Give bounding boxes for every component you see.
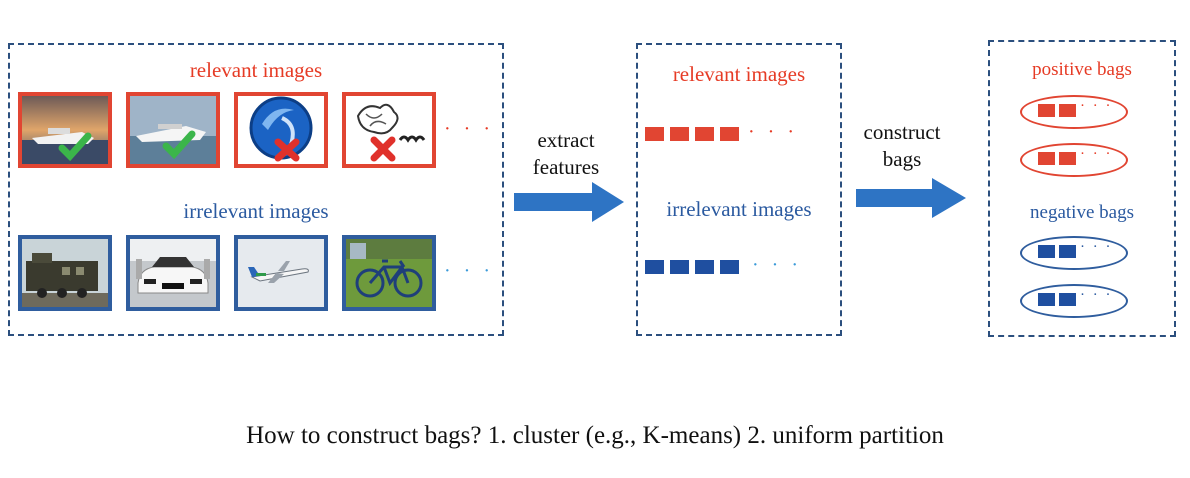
relevant-feature-square xyxy=(695,127,714,141)
extract-features-label-line2: features xyxy=(532,155,600,179)
positive-bags-label: positive bags xyxy=(1032,59,1132,80)
negative-bag-instance xyxy=(1059,245,1076,258)
negative-bags-label: negative bags xyxy=(1030,202,1134,223)
negative-bag-instance xyxy=(1038,293,1055,306)
relevant-feature-square xyxy=(670,127,689,141)
car-image xyxy=(126,235,220,311)
extract-features-label-line1: extract xyxy=(537,128,595,152)
irrelevant-feature-square xyxy=(645,260,664,274)
negative-bag xyxy=(1020,284,1128,318)
relevant-ellipsis: · · · xyxy=(444,118,494,140)
positive-bag-instance xyxy=(1038,152,1055,165)
positive-bag-instance xyxy=(1059,152,1076,165)
mid-irrelevant-label: irrelevant images xyxy=(666,197,812,221)
positive-bag xyxy=(1020,95,1128,129)
irrelevant-feature-square xyxy=(670,260,689,274)
negative-bag xyxy=(1020,236,1128,270)
yacht-sunset-image xyxy=(18,92,112,168)
positive-bag xyxy=(1020,143,1128,177)
relevant-images-label: relevant images xyxy=(189,58,323,82)
negative-bag-ellipsis: · · · xyxy=(1080,287,1113,303)
image-panel xyxy=(8,43,504,336)
positive-bag-instance xyxy=(1059,104,1076,117)
positive-bag-ellipsis: · · · xyxy=(1080,146,1113,162)
sketch-image xyxy=(342,92,436,168)
negative-bag-instance xyxy=(1038,245,1055,258)
bags-panel xyxy=(988,40,1176,337)
mid-relevant-label: relevant images xyxy=(672,62,806,86)
relevant-feature-square xyxy=(645,127,664,141)
airplane-image xyxy=(234,235,328,311)
construct-bags-arrow xyxy=(856,176,968,220)
mid-irrelevant-ellipsis: · · · xyxy=(752,254,802,276)
irrelevant-feature-square xyxy=(695,260,714,274)
positive-bag-instance xyxy=(1038,104,1055,117)
construct-bags-label-line2: bags xyxy=(882,147,922,171)
feature-panel xyxy=(636,43,842,336)
irrelevant-ellipsis: · · · xyxy=(444,260,494,282)
relevant-feature-square xyxy=(720,127,739,141)
negative-bag-instance xyxy=(1059,293,1076,306)
mid-relevant-ellipsis: · · · xyxy=(748,121,798,143)
yacht-sea-image xyxy=(126,92,220,168)
construct-bags-label-line1: construct xyxy=(863,120,941,144)
caption: How to construct bags? 1. cluster (e.g.,… xyxy=(246,422,944,449)
irrelevant-images-label: irrelevant images xyxy=(183,199,329,223)
extract-features-arrow xyxy=(514,180,626,224)
train-image xyxy=(18,235,112,311)
blue-sphere-image xyxy=(234,92,328,168)
irrelevant-feature-square xyxy=(720,260,739,274)
negative-bag-ellipsis: · · · xyxy=(1080,239,1113,255)
positive-bag-ellipsis: · · · xyxy=(1080,98,1113,114)
bicycle-image xyxy=(342,235,436,311)
